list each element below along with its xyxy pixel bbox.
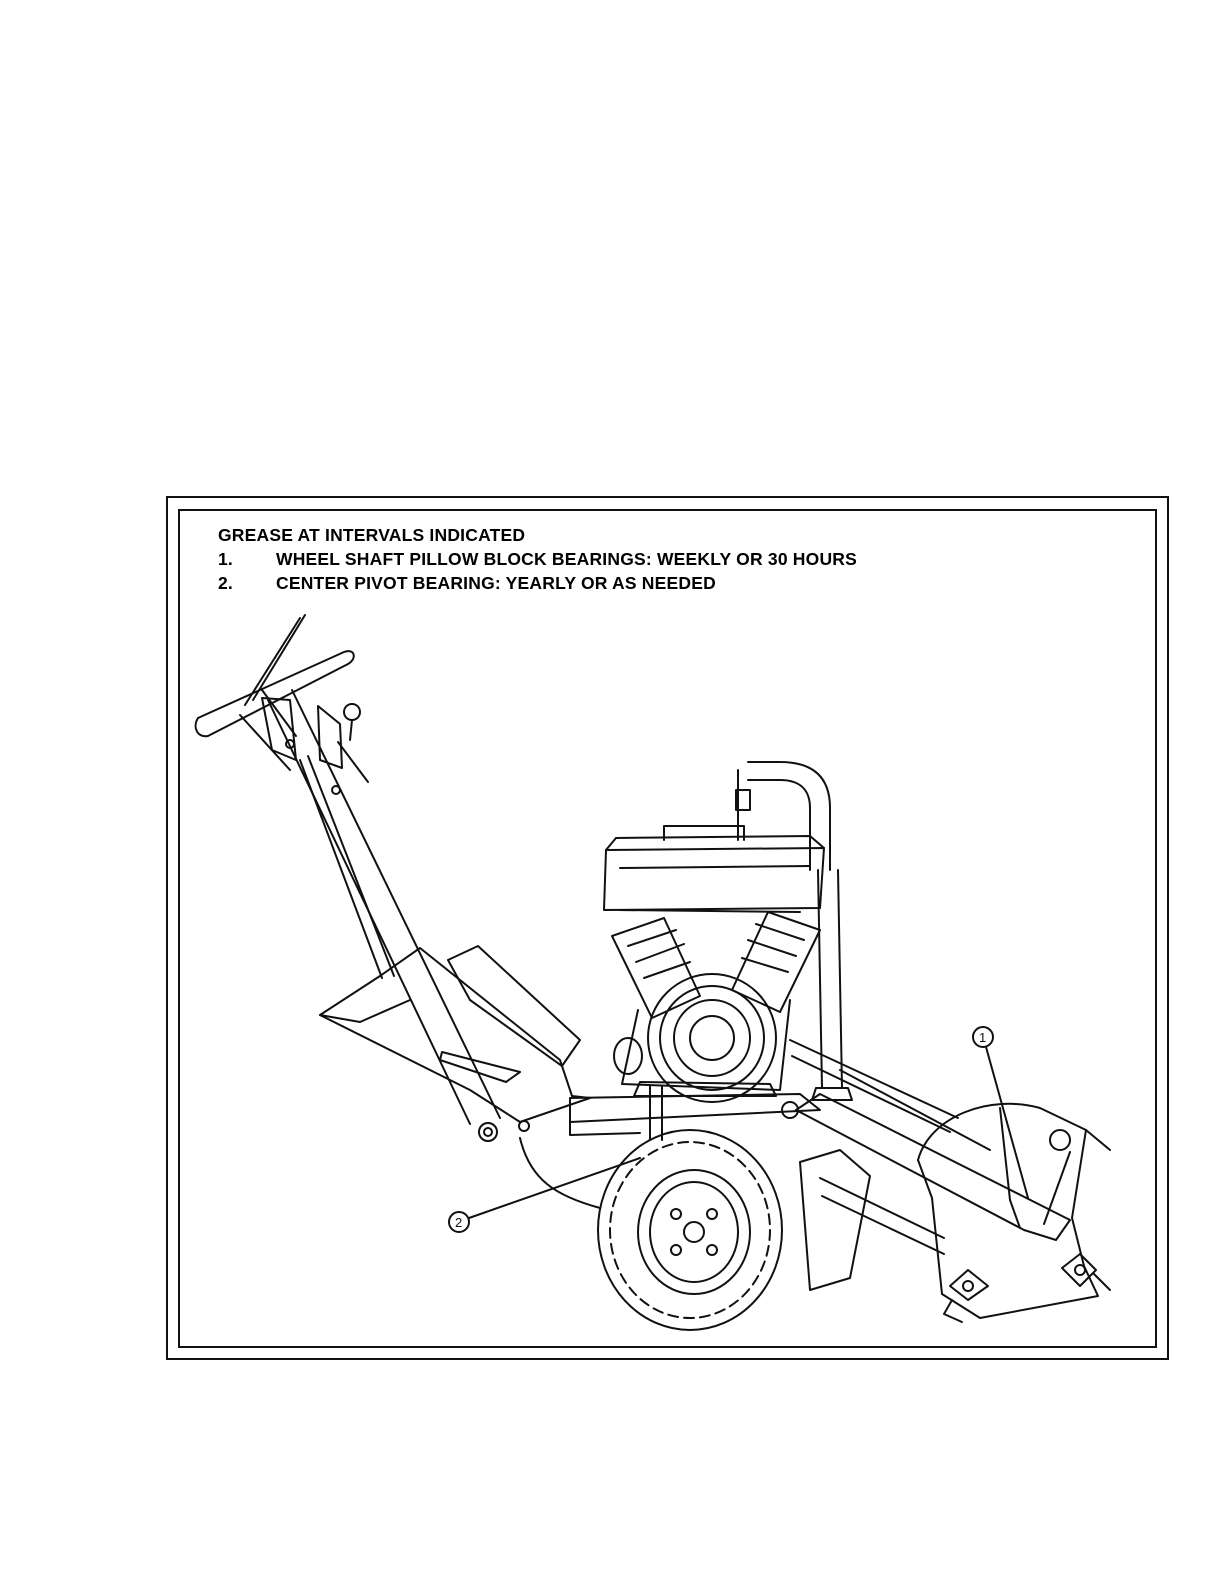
grease-notes: GREASE AT INTERVALS INDICATED 1.WHEEL SH… (218, 523, 857, 595)
cable (520, 1138, 600, 1208)
stump-grinder-drawing: 1 2 (180, 600, 1150, 1345)
handlebar-assembly (196, 615, 368, 794)
note-item-2: 2.CENTER PIVOT BEARING: YEARLY OR AS NEE… (218, 571, 857, 595)
note-number: 1. (218, 547, 276, 571)
notes-title: GREASE AT INTERVALS INDICATED (218, 523, 857, 547)
cutter-arm (782, 1040, 1070, 1290)
note-text: CENTER PIVOT BEARING: YEARLY OR AS NEEDE… (276, 573, 716, 593)
support-plate (320, 946, 590, 1131)
handle-arm (268, 690, 500, 1141)
callout-2-label: 2 (455, 1215, 462, 1230)
note-text: WHEEL SHAFT PILLOW BLOCK BEARINGS: WEEKL… (276, 549, 857, 569)
cutter-guard (918, 1104, 1110, 1322)
note-number: 2. (218, 571, 276, 595)
main-wheel (598, 1130, 782, 1330)
callout-1-label: 1 (979, 1030, 986, 1045)
note-item-1: 1.WHEEL SHAFT PILLOW BLOCK BEARINGS: WEE… (218, 547, 857, 571)
